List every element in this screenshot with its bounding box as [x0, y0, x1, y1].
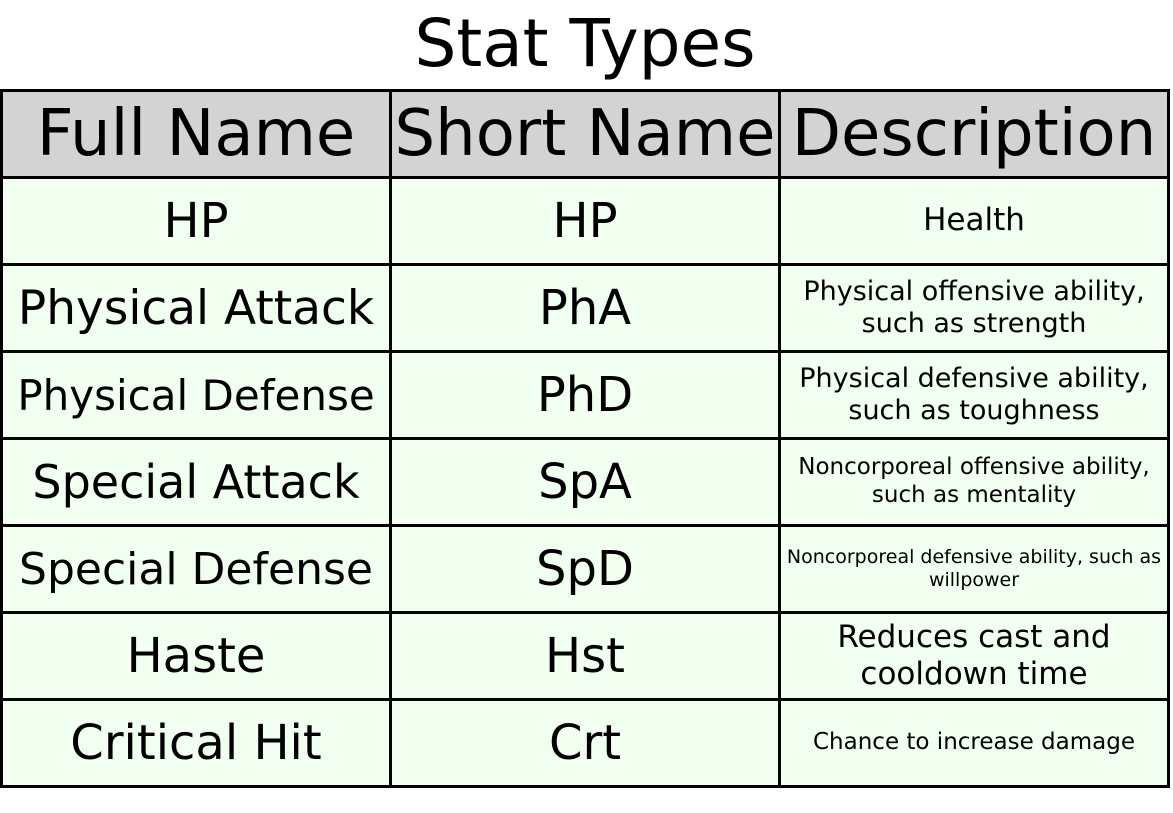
description-cell: Physical defensive ability, such as toug… [778, 350, 1170, 440]
description-cell: Reduces cast and cooldown time [778, 611, 1170, 701]
full-name-cell: Special Defense [0, 524, 392, 614]
description-cell: Physical offensive ability, such as stre… [778, 263, 1170, 353]
short-name-cell: PhD [389, 350, 781, 440]
full-name-cell: Physical Defense [0, 350, 392, 440]
table-row: Special Defense SpD Noncorporeal defensi… [0, 524, 1170, 614]
table-row: Critical Hit Crt Chance to increase dama… [0, 698, 1170, 788]
description-cell: Chance to increase damage [778, 698, 1170, 788]
stat-types-table: Full Name Short Name Description HP HP H… [0, 89, 1170, 788]
header-description: Description [778, 89, 1170, 179]
short-name-cell: SpD [389, 524, 781, 614]
short-name-cell: PhA [389, 263, 781, 353]
table-row: HP HP Health [0, 176, 1170, 266]
header-full-name: Full Name [0, 89, 392, 179]
table-row: Special Attack SpA Noncorporeal offensiv… [0, 437, 1170, 527]
short-name-cell: HP [389, 176, 781, 266]
full-name-cell: Critical Hit [0, 698, 392, 788]
table-row: Physical Attack PhA Physical offensive a… [0, 263, 1170, 353]
full-name-cell: Physical Attack [0, 263, 392, 353]
header-short-name: Short Name [389, 89, 781, 179]
full-name-cell: Special Attack [0, 437, 392, 527]
short-name-cell: Crt [389, 698, 781, 788]
table-row: Physical Defense PhD Physical defensive … [0, 350, 1170, 440]
table-header-row: Full Name Short Name Description [0, 89, 1170, 179]
short-name-cell: SpA [389, 437, 781, 527]
description-cell: Noncorporeal defensive ability, such as … [778, 524, 1170, 614]
description-cell: Health [778, 176, 1170, 266]
full-name-cell: Haste [0, 611, 392, 701]
short-name-cell: Hst [389, 611, 781, 701]
table-row: Haste Hst Reduces cast and cooldown time [0, 611, 1170, 701]
full-name-cell: HP [0, 176, 392, 266]
description-cell: Noncorporeal offensive ability, such as … [778, 437, 1170, 527]
page-title: Stat Types [414, 5, 756, 82]
